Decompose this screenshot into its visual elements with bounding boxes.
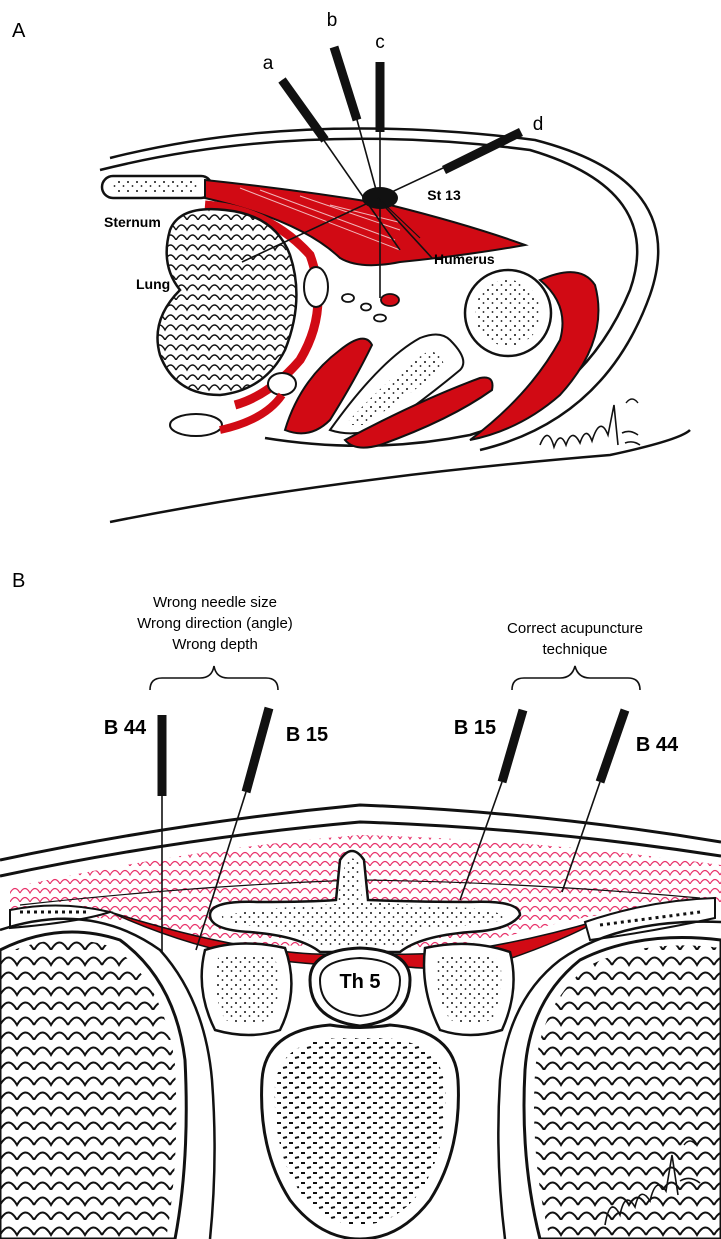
lung-label: Lung bbox=[136, 274, 186, 295]
vertebra-th5 bbox=[202, 851, 520, 1239]
st13-point bbox=[362, 187, 398, 209]
needle-handles bbox=[282, 47, 521, 170]
correct-brace bbox=[512, 666, 640, 690]
panel-b: B Wrong needle size Wrong direction (ang… bbox=[0, 560, 721, 1239]
vessels bbox=[342, 294, 399, 322]
left-b44-label: B 44 bbox=[94, 718, 156, 739]
st13-label: St 13 bbox=[414, 185, 474, 206]
artist-signature-b bbox=[590, 1115, 710, 1235]
left-rib bbox=[10, 905, 110, 928]
artist-signature-a bbox=[530, 385, 650, 465]
sternum-label: Sternum bbox=[104, 212, 184, 233]
th5-label: Th 5 bbox=[320, 972, 400, 993]
sternum bbox=[102, 176, 212, 198]
wrong-caption-line-3: Wrong depth bbox=[100, 634, 330, 655]
panel-a-illustration bbox=[0, 0, 721, 560]
panel-a-letter: A bbox=[12, 20, 25, 43]
panel-a: A bbox=[0, 0, 721, 560]
wrong-caption-line-1: Wrong needle size bbox=[100, 592, 330, 613]
wrong-caption-line-2: Wrong direction (angle) bbox=[100, 613, 330, 634]
left-b15-label: B 15 bbox=[276, 725, 338, 746]
needle-label-a: a bbox=[258, 53, 278, 74]
panel-b-letter: B bbox=[12, 570, 25, 593]
right-b15-label: B 15 bbox=[444, 718, 506, 739]
wrong-technique-caption: Wrong needle size Wrong direction (angle… bbox=[100, 592, 330, 655]
scapula bbox=[285, 334, 493, 447]
left-lung bbox=[0, 919, 215, 1239]
needle-label-d: d bbox=[528, 114, 548, 135]
humerus-label: Humerus bbox=[434, 249, 514, 270]
correct-caption-line-2: technique bbox=[465, 639, 685, 660]
wrong-brace bbox=[150, 666, 278, 690]
correct-caption-line-1: Correct acupuncture bbox=[465, 618, 685, 639]
correct-technique-caption: Correct acupuncture technique bbox=[465, 618, 685, 660]
right-b44-label: B 44 bbox=[626, 735, 688, 756]
needle-label-b: b bbox=[322, 10, 342, 31]
needle-label-c: c bbox=[370, 32, 390, 53]
